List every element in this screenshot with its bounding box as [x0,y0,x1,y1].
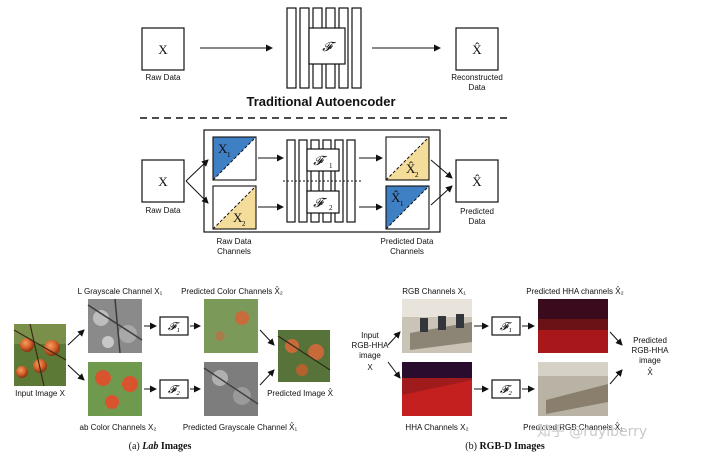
raw-data-label: Raw Data [145,73,181,82]
lab-caption: (a) Lab Images [129,441,192,452]
rgbd-f2-box [491,379,521,399]
rgbd-f1-symbol: 𝓕₁ [500,321,512,333]
channel-x2-tile: X 2 [212,185,257,230]
ab-color-image [88,362,142,416]
arrow-predhha-to-output [609,331,623,346]
hha-label: HHA Channels X₂ [405,423,468,432]
mid-raw-data-symbol: X [158,174,168,189]
svg-text:1: 1 [400,200,404,208]
lab-images-panel: L Grayscale Channel X₁ Predicted Color C… [13,287,334,452]
arrow-rgbd-input-to-rgb [387,331,401,346]
encoder-f-box [308,27,346,65]
raw-channels-label-2: Channels [217,247,251,256]
encoder-stack: 𝓕 [286,7,362,89]
channel-x1-symbol: X [218,141,228,156]
channel-x1-tile: X 1 [212,136,257,181]
raw-data-box [141,27,185,71]
l-channel-label: L Grayscale Channel X₁ [78,287,163,296]
rgbd-f1-box [491,316,521,336]
predicted-color-image [204,299,258,353]
svg-text:2: 2 [415,171,419,179]
mid-raw-data-box [141,159,185,203]
watermark: 知乎 @ruyiberry [537,423,647,440]
predicted-x1-symbol: X̂ [391,190,401,205]
predicted-data-label-2: Data [469,217,486,226]
arrow-raw-to-x1 [185,159,209,182]
svg-text:2: 2 [242,220,246,228]
pred-channels-label-1: Predicted Data [381,237,434,246]
rgb-label: RGB Channels X₁ [402,287,466,296]
pred-rgb-label: Predicted RGB Channels X̂₁ [523,423,623,432]
predicted-grayscale-image [203,362,259,416]
arrow-rgbd-input-to-hha [387,361,401,379]
lab-predicted-label: Predicted Image X̂ [267,389,333,398]
traditional-autoencoder-title: Traditional Autoencoder [246,94,395,109]
sub-encoder-stacks: 𝓕 1 𝓕 2 [283,139,362,223]
lab-input-image [13,323,67,387]
arrow-predrgb-to-output [609,369,623,385]
split-container [203,129,441,233]
lab-input-label: Input Image X [15,389,65,398]
rgbd-output-label-3: image [639,356,661,365]
svg-text:2: 2 [329,204,333,212]
pred-gray-label: Predicted Grayscale Channel X̂₁ [183,423,298,432]
raw-channels-label-1: Raw Data [216,237,252,246]
rgbd-input-label-1: Input [361,331,380,340]
lab-f1-box [159,316,189,336]
reconstructed-symbol: X̂ [472,42,482,57]
pred-color-label: Predicted Color Channels X̂₂ [181,287,283,296]
arrow-raw-to-x2 [185,180,209,204]
f2-box [306,190,340,214]
predicted-hha-image [538,299,608,353]
arrow-predcolor-to-output [259,329,275,346]
predicted-x2-tile: X̂ 2 [385,136,430,181]
predicted-data-box [455,159,499,203]
mid-raw-data-label: Raw Data [145,206,181,215]
arrow-input-to-l [67,329,85,346]
rgbd-input-label-2: RGB-HHA [352,341,390,350]
ab-label: ab Color Channels X₂ [80,423,157,432]
pred-channels-label-2: Channels [390,247,424,256]
reconstructed-label-2: Data [469,83,486,92]
lab-predicted-image [277,330,331,382]
rgbd-output-label-4: X̂ [647,368,653,377]
reconstructed-data-box [455,27,499,71]
arrow-input-to-ab [67,364,85,381]
lab-f2-box [159,379,189,399]
rgbd-input-label-3: image [359,351,381,360]
svg-text:1: 1 [227,151,231,159]
reconstructed-label-1: Reconstructed [451,73,503,82]
rgbd-input-label-4: X [367,363,373,372]
arrow-pred2-to-output [430,159,453,179]
f1-box [306,148,340,172]
raw-data-symbol: X [158,42,168,57]
arrow-pred1-to-output [430,185,453,206]
lab-f1-symbol: 𝓕₁ [168,321,180,333]
lab-f2-symbol: 𝓕₂ [168,384,180,396]
channel-x2-symbol: X [233,210,243,225]
rgbd-caption: (b) RGB-D Images [465,441,545,452]
rgbd-output-label-1: Predicted [633,336,667,345]
rgbd-images-panel: RGB Channels X₁ Predicted HHA channels X… [352,287,670,452]
predicted-x1-tile: X̂ 1 [385,185,430,230]
predicted-data-symbol: X̂ [472,174,482,189]
predicted-rgb-image [538,362,608,416]
arrow-predgray-to-output [259,369,275,386]
predicted-x2-symbol: X̂ [406,161,416,176]
rgbd-output-label-2: RGB-HHA [632,346,670,355]
split-brain-section: X Raw Data X 1 X 2 [141,129,499,256]
pred-hha-label: Predicted HHA channels X̂₂ [526,287,623,296]
l-grayscale-image [87,298,143,354]
svg-text:1: 1 [329,162,333,170]
rgbd-f2-symbol: 𝓕₂ [500,384,512,396]
predicted-data-label-1: Predicted [460,207,494,216]
rgb-image [402,299,472,353]
hha-image [402,362,472,416]
traditional-autoencoder-section: X Raw Data 𝓕 X̂ Reconstructed Data Tradi… [141,7,503,109]
